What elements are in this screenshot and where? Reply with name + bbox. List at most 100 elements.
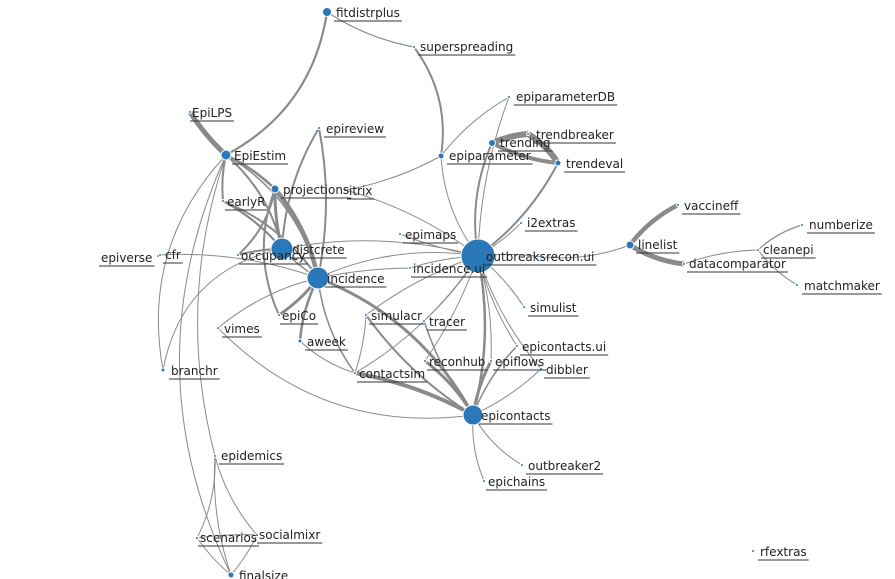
node-epicontacts-ui[interactable] — [515, 344, 519, 348]
node-label-epidemics[interactable]: epidemics — [221, 449, 282, 463]
node-epiparameter[interactable] — [437, 152, 445, 160]
node-label-epichains[interactable]: epichains — [488, 475, 545, 489]
node-vaccineff[interactable] — [676, 203, 680, 207]
node-label-epico[interactable]: epiCo — [282, 309, 316, 323]
node-label-numberize[interactable]: numberize — [809, 218, 873, 232]
node-label-epilps[interactable]: EpiLPS — [192, 106, 232, 120]
node-vimes[interactable] — [216, 326, 220, 330]
node-label-trending[interactable]: trending — [500, 136, 551, 150]
node-label-datacomparator[interactable]: datacomparator — [689, 257, 786, 271]
node-numberize[interactable] — [800, 223, 804, 227]
node-label-incidence[interactable]: incidence — [327, 272, 384, 286]
node-label-epireview[interactable]: epireview — [326, 122, 384, 136]
node-label-vimes[interactable]: vimes — [224, 322, 260, 336]
node-itrix[interactable] — [343, 188, 347, 192]
node-reconhub[interactable] — [423, 359, 427, 363]
node-label-scenarios[interactable]: scenarios — [200, 531, 257, 545]
node-label-contactsim[interactable]: contactsim — [359, 367, 425, 381]
node-label-distcrete[interactable]: distcrete — [292, 243, 345, 257]
edge-fitdistrplus-superspreading — [326, 11, 415, 48]
node-fitdistrplus[interactable] — [322, 7, 332, 17]
node-label-i2extras[interactable]: i2extras — [527, 216, 576, 230]
node-label-epicontacts[interactable]: epicontacts — [481, 409, 551, 423]
node-tracer[interactable] — [422, 319, 426, 323]
node-label-trendeval[interactable]: trendeval — [566, 157, 623, 171]
node-label-outbreaker2[interactable]: outbreaker2 — [528, 459, 601, 473]
node-label-aweek[interactable]: aweek — [307, 335, 346, 349]
node-label-branchr[interactable]: branchr — [171, 364, 218, 378]
node-socialmixr[interactable] — [255, 533, 259, 537]
node-label-earlyr[interactable]: earlyR — [227, 195, 265, 209]
node-epireview[interactable] — [317, 126, 321, 130]
node-epicontacts[interactable] — [462, 404, 484, 426]
node-projections[interactable] — [270, 184, 280, 194]
node-cleanepi[interactable] — [756, 248, 760, 252]
node-aweek[interactable] — [297, 338, 303, 344]
node-superspreading[interactable] — [412, 45, 416, 49]
node-label-vaccineff[interactable]: vaccineff — [684, 199, 739, 213]
node-label-epicontacts-ui[interactable]: epicontacts.ui — [522, 340, 606, 354]
node-label-superspreading[interactable]: superspreading — [420, 40, 513, 54]
node-label-projections[interactable]: projections — [283, 183, 349, 197]
node-matchmaker[interactable] — [795, 283, 799, 287]
node-label-epiverse[interactable]: epiverse — [101, 251, 152, 265]
node-label-epiestim[interactable]: EpiEstim — [234, 149, 286, 163]
node-label-epiparameter[interactable]: epiparameter — [449, 149, 531, 163]
node-incidence[interactable] — [306, 266, 330, 290]
node-cfr[interactable] — [158, 253, 162, 257]
node-outbreaker2[interactable] — [520, 463, 524, 467]
edge-epicontacts-simulacr — [365, 314, 474, 416]
node-epimaps[interactable] — [398, 232, 402, 236]
node-label-trendbreaker[interactable]: trendbreaker — [536, 128, 614, 142]
node-epiflows[interactable] — [489, 359, 493, 363]
node-simulacr[interactable] — [364, 313, 368, 317]
node-label-epiflows[interactable]: epiflows — [495, 355, 544, 369]
node-label-simulist[interactable]: simulist — [530, 301, 577, 315]
node-label-itrix[interactable]: itrix — [349, 184, 372, 198]
node-label-linelist[interactable]: linelist — [638, 238, 678, 252]
node-label-finalsize[interactable]: finalsize — [239, 569, 288, 579]
node-label-occupancy[interactable]: occupancy — [241, 249, 305, 263]
node-label-matchmaker[interactable]: matchmaker — [804, 279, 880, 293]
node-label-reconhub[interactable]: reconhub — [429, 355, 485, 369]
node-simulist[interactable] — [522, 305, 526, 309]
node-label-cfr[interactable]: cfr — [165, 248, 181, 262]
node-label-epimaps[interactable]: epimaps — [405, 228, 456, 242]
labels-layer: fitdistrplus superspreading epiparameterDB… — [99, 6, 882, 579]
node-trendbreaker[interactable] — [526, 132, 530, 136]
node-label-recon-ui[interactable]: recon.ui — [546, 250, 594, 264]
node-label-dibbler[interactable]: dibbler — [546, 363, 588, 377]
node-label-simulacr[interactable]: simulacr — [371, 309, 422, 323]
node-branchr[interactable] — [160, 367, 166, 373]
node-scenarios[interactable] — [195, 536, 199, 540]
edge-simulacr-contactsim — [354, 314, 367, 374]
node-i2extras[interactable] — [519, 221, 523, 225]
node-linelist[interactable] — [625, 240, 635, 250]
node-datacomparator[interactable] — [682, 262, 686, 266]
node-finalsize[interactable] — [227, 571, 235, 579]
node-label-rfextras[interactable]: rfextras — [760, 545, 807, 559]
node-label-incidence-ui[interactable]: incidence.ui — [413, 262, 485, 276]
node-epiparameterdb[interactable] — [507, 95, 511, 99]
node-label-outbreaks[interactable]: outbreaks — [486, 250, 546, 264]
node-trending[interactable] — [488, 139, 496, 147]
node-contactsim[interactable] — [353, 371, 357, 375]
node-label-socialmixr[interactable]: socialmixr — [259, 528, 320, 542]
node-epiestim[interactable] — [220, 149, 232, 161]
node-label-cleanepi[interactable]: cleanepi — [763, 243, 814, 257]
node-epichains[interactable] — [482, 479, 486, 483]
node-label-tracer[interactable]: tracer — [429, 315, 465, 329]
node-incidence-ui[interactable] — [408, 266, 412, 270]
node-earlyr[interactable] — [221, 199, 225, 203]
node-trendeval[interactable] — [554, 159, 562, 167]
node-rfextras[interactable] — [751, 549, 755, 553]
node-epico[interactable] — [277, 313, 281, 317]
node-distcrete[interactable] — [270, 237, 294, 261]
node-occupancy[interactable] — [236, 253, 240, 257]
node-label-fitdistrplus[interactable]: fitdistrplus — [336, 6, 400, 20]
node-epilps[interactable] — [188, 110, 192, 114]
node-epidemics[interactable] — [213, 454, 217, 458]
node-label-epiparameterdb[interactable]: epiparameterDB — [516, 90, 615, 104]
node-recon-ui[interactable] — [541, 255, 545, 259]
